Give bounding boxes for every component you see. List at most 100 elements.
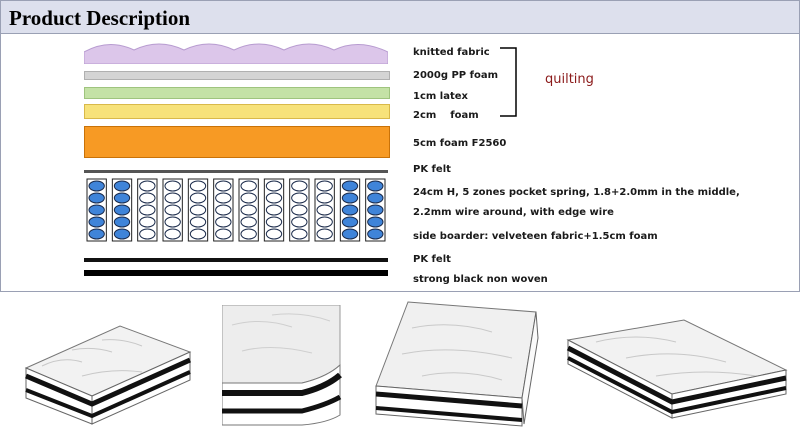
spring-coil	[291, 216, 308, 228]
layer-label-knitted-fabric: knitted fabric	[413, 47, 490, 58]
mattress-photo-corner	[222, 305, 342, 426]
spring-coil	[215, 180, 232, 192]
foam-2cm-layer	[84, 104, 390, 119]
mattress-photo-side	[566, 319, 788, 419]
layer-label-pk-felt-bottom: PK felt	[413, 254, 451, 265]
section-title: Product Description	[9, 6, 191, 30]
spring-column	[137, 178, 158, 242]
spring-coil	[316, 228, 333, 240]
layer-label-latex: 1cm latex	[413, 91, 468, 102]
mattress-photo-angle	[375, 301, 539, 427]
spring-column	[238, 178, 259, 242]
spring-coil	[240, 216, 257, 228]
layer-label-non-woven: strong black non woven	[413, 274, 548, 285]
spring-coil	[215, 204, 232, 216]
spring-coil	[164, 204, 181, 216]
spring-column	[86, 178, 107, 242]
spring-coil	[189, 216, 207, 228]
spring-coil	[265, 204, 283, 216]
spring-column	[365, 178, 386, 242]
spring-coil	[215, 216, 232, 228]
spring-column	[314, 178, 335, 242]
spring-coil	[240, 192, 257, 204]
spring-coil	[164, 180, 181, 192]
spring-coil	[316, 216, 333, 228]
spring-column	[289, 178, 310, 242]
spring-coil	[265, 228, 283, 240]
spring-coil	[189, 204, 207, 216]
spring-coil	[316, 192, 333, 204]
spring-coil	[113, 228, 131, 240]
layer-label-pk-felt-top: PK felt	[413, 164, 451, 175]
spring-coil	[341, 228, 359, 240]
layer-label-side-boarder: side boarder: velveteen fabric+1.5cm foa…	[413, 231, 658, 242]
spring-coil	[139, 204, 156, 216]
spring-coil	[215, 192, 232, 204]
mattress-photo-front	[24, 325, 192, 425]
non-woven-layer	[84, 270, 388, 276]
spring-coil	[88, 216, 105, 228]
pk-felt-bottom-layer	[84, 258, 388, 262]
spring-coil	[189, 180, 207, 192]
pk-felt-top-layer	[84, 170, 388, 173]
section-header: Product Description	[0, 0, 800, 34]
layer-label-foam-2cm: 2cm foam	[413, 110, 479, 121]
spring-coil	[139, 180, 156, 192]
spring-coil	[367, 228, 384, 240]
spring-coil	[189, 228, 207, 240]
latex-layer	[84, 87, 390, 99]
spring-coil	[113, 180, 131, 192]
spring-coil	[265, 192, 283, 204]
spring-column	[263, 178, 285, 242]
spring-coil	[113, 216, 131, 228]
layer-label-pp-foam: 2000g PP foam	[413, 70, 498, 81]
spring-coil	[341, 180, 359, 192]
layer-label-foam-5cm: 5cm foam F2560	[413, 138, 507, 149]
spring-coil	[341, 204, 359, 216]
spring-coil	[88, 228, 105, 240]
layer-label-pocket-spring-2: 2.2mm wire around, with edge wire	[413, 207, 614, 218]
foam-5cm-layer	[84, 126, 390, 158]
spring-coil	[88, 180, 105, 192]
spring-coil	[88, 204, 105, 216]
spring-coil	[341, 216, 359, 228]
spring-coil	[139, 228, 156, 240]
spring-coil	[164, 228, 181, 240]
spring-coil	[189, 192, 207, 204]
spring-coil	[265, 216, 283, 228]
spring-coil	[291, 228, 308, 240]
spring-coil	[291, 180, 308, 192]
spring-column	[213, 178, 234, 242]
quilting-bracket-icon	[500, 47, 517, 117]
spring-column	[162, 178, 183, 242]
quilting-label: quilting	[545, 72, 594, 87]
pp-foam-layer	[84, 71, 390, 80]
spring-coil	[291, 192, 308, 204]
spring-coil	[367, 216, 384, 228]
spring-coil	[113, 192, 131, 204]
spring-coil	[215, 228, 232, 240]
spring-coil	[367, 204, 384, 216]
knitted-fabric-layer	[84, 43, 388, 64]
spring-coil	[240, 228, 257, 240]
pocket-spring-layer	[86, 178, 386, 242]
spring-coil	[139, 192, 156, 204]
spring-coil	[367, 180, 384, 192]
spring-coil	[316, 204, 333, 216]
spring-coil	[164, 216, 181, 228]
spring-coil	[316, 180, 333, 192]
spring-coil	[88, 192, 105, 204]
spring-coil	[291, 204, 308, 216]
spring-coil	[341, 192, 359, 204]
spring-coil	[139, 216, 156, 228]
spring-coil	[164, 192, 181, 204]
spring-coil	[240, 180, 257, 192]
spring-coil	[265, 180, 283, 192]
spring-coil	[113, 204, 131, 216]
spring-coil	[367, 192, 384, 204]
layer-label-pocket-spring-1: 24cm H, 5 zones pocket spring, 1.8+2.0mm…	[413, 187, 740, 198]
spring-column	[111, 178, 133, 242]
spring-column	[187, 178, 209, 242]
spring-column	[339, 178, 361, 242]
spring-coil	[240, 204, 257, 216]
